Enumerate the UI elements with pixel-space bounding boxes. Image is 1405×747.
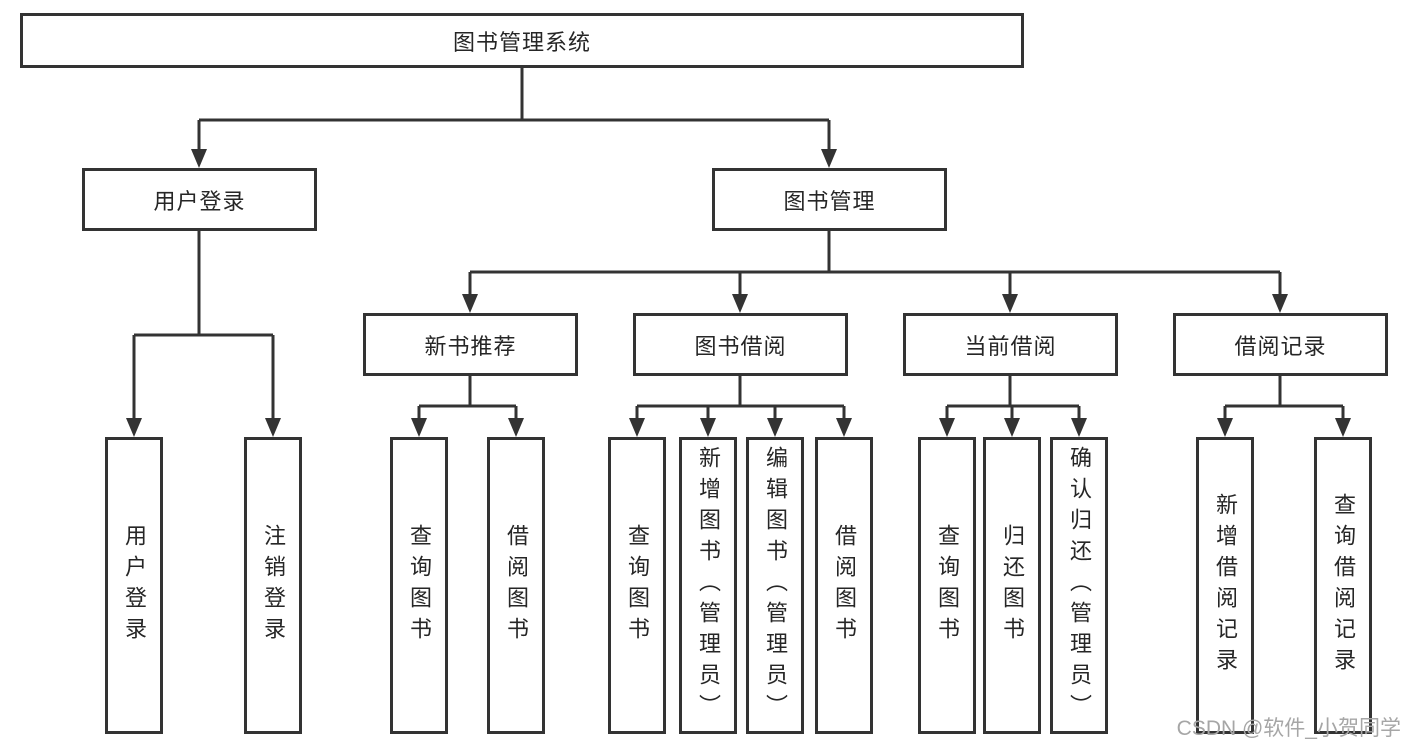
node-root-label: 图书管理系统 xyxy=(452,29,591,55)
node-book-borrow: 图书借阅 xyxy=(633,313,848,376)
node-leaf-borrow-book-2: 借阅图书 xyxy=(815,437,873,734)
node-leaf-user-login: 用户登录 xyxy=(105,437,163,734)
node-leaf-add-borrow-record: 新增借阅记录 xyxy=(1196,437,1254,734)
node-label: 新增借阅记录 xyxy=(1213,492,1238,679)
node-label: 借阅图书 xyxy=(832,523,857,648)
node-label: 借阅记录 xyxy=(1234,333,1327,359)
node-label: 用户登录 xyxy=(122,523,147,648)
node-leaf-query-borrow-record: 查询借阅记录 xyxy=(1314,437,1372,734)
node-leaf-query-book-3: 查询图书 xyxy=(918,437,976,734)
node-label: 确认归还（管理员） xyxy=(1067,446,1092,725)
node-label: 借阅图书 xyxy=(504,523,529,648)
node-label: 新增图书（管理员） xyxy=(696,446,721,725)
node-current-borrow: 当前借阅 xyxy=(903,313,1118,376)
node-root: 图书管理系统 xyxy=(20,13,1024,68)
node-label: 查询借阅记录 xyxy=(1331,492,1356,679)
node-label: 编辑图书（管理员） xyxy=(763,446,788,725)
node-label: 当前借阅 xyxy=(964,333,1057,359)
node-new-book-recommend: 新书推荐 xyxy=(363,313,578,376)
node-borrow-record: 借阅记录 xyxy=(1173,313,1388,376)
node-label: 用户登录 xyxy=(153,188,246,214)
node-leaf-add-book-admin: 新增图书（管理员） xyxy=(679,437,737,734)
node-leaf-confirm-return-admin: 确认归还（管理员） xyxy=(1050,437,1108,734)
node-label: 图书管理 xyxy=(783,188,876,214)
node-leaf-return-book: 归还图书 xyxy=(983,437,1041,734)
node-label: 查询图书 xyxy=(625,523,650,648)
node-leaf-borrow-book-1: 借阅图书 xyxy=(487,437,545,734)
node-leaf-edit-book-admin: 编辑图书（管理员） xyxy=(746,437,804,734)
node-user-login-branch: 用户登录 xyxy=(82,168,317,231)
node-leaf-query-book-2: 查询图书 xyxy=(608,437,666,734)
node-book-management: 图书管理 xyxy=(712,168,947,231)
watermark: CSDN @软件_小贺同学 xyxy=(1176,717,1401,740)
node-label: 图书借阅 xyxy=(694,333,787,359)
node-label: 归还图书 xyxy=(1000,523,1025,648)
node-label: 新书推荐 xyxy=(424,333,517,359)
node-leaf-query-book-1: 查询图书 xyxy=(390,437,448,734)
node-label: 注销登录 xyxy=(261,523,286,648)
node-label: 查询图书 xyxy=(935,523,960,648)
node-leaf-logout: 注销登录 xyxy=(244,437,302,734)
node-label: 查询图书 xyxy=(407,523,432,648)
